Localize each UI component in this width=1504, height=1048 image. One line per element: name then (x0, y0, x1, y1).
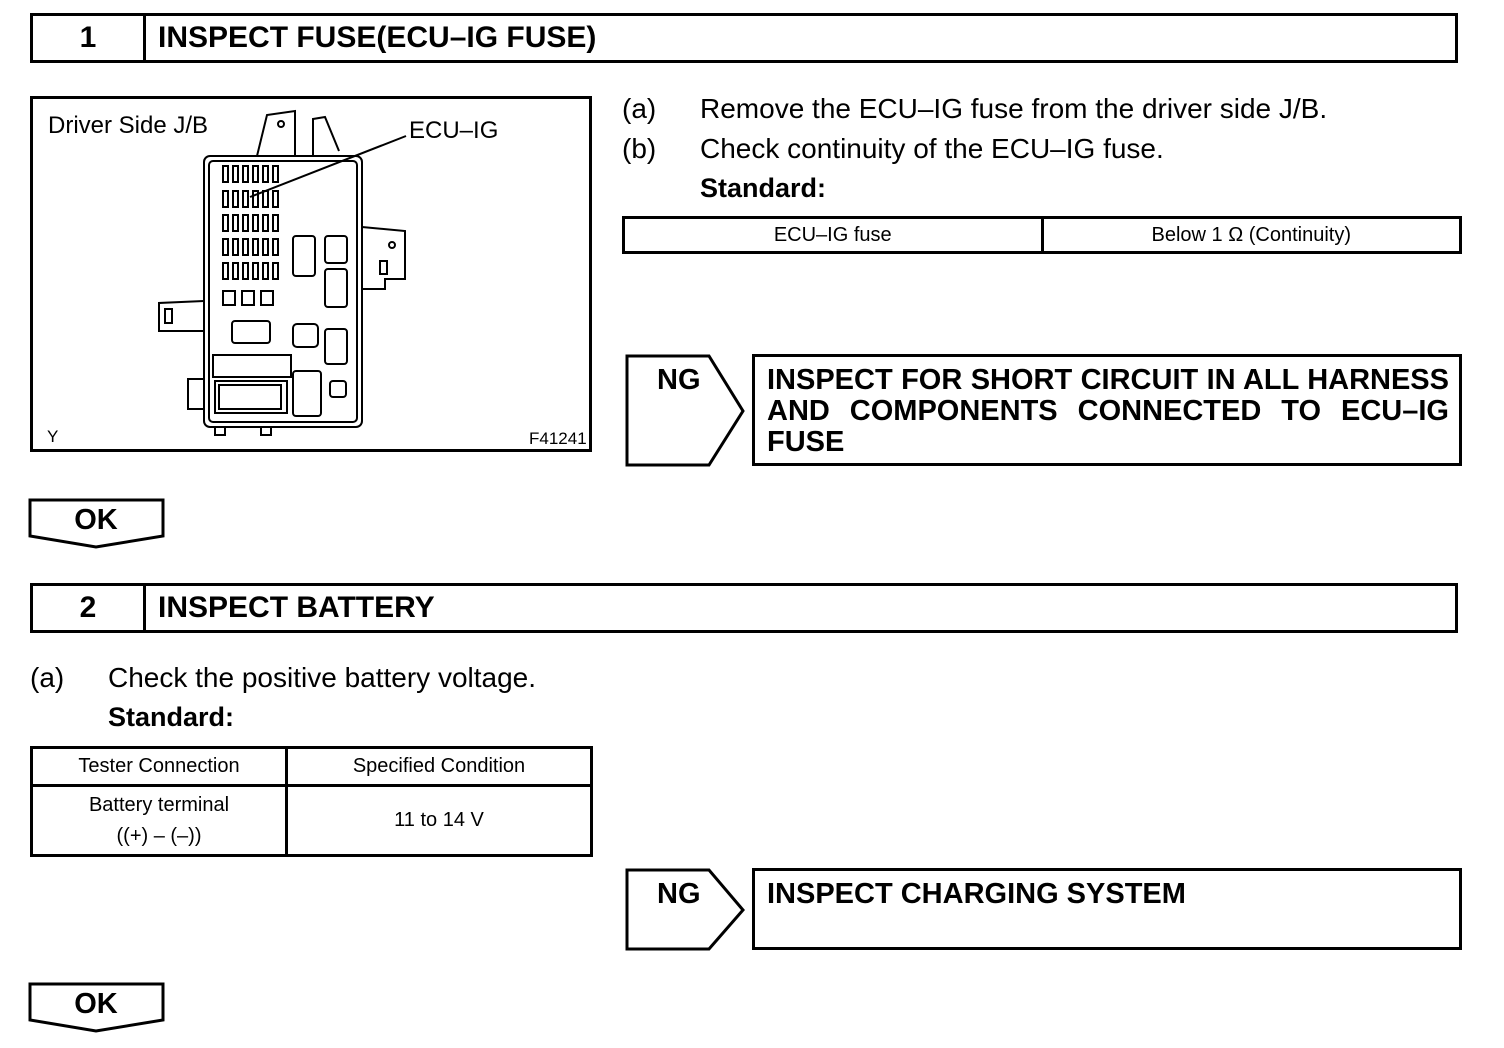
table-row: Battery terminal ((+) – (–)) 11 to 14 V (30, 784, 593, 857)
step-1-ng-indicator: NG (625, 354, 745, 467)
junction-block-figure: Driver Side J/B ECU–IG Y F41241 (30, 96, 592, 452)
step-2-title: INSPECT BATTERY (158, 591, 435, 624)
step-2-header: 2 INSPECT BATTERY (30, 583, 1458, 633)
step-2-spec-table: Tester Connection Specified Condition Ba… (30, 746, 593, 857)
step-1-spec-item: ECU–IG fuse (622, 216, 1044, 254)
step-1-header: 1 INSPECT FUSE(ECU–IG FUSE) (30, 13, 1458, 63)
ng-arrow-icon (625, 868, 745, 951)
figure-corner-code: Y (47, 427, 59, 446)
step-1-standard-label: Standard: (700, 173, 827, 203)
step-2-condition-cell: 11 to 14 V (285, 784, 593, 857)
step-2-ng-action: INSPECT CHARGING SYSTEM (752, 868, 1462, 950)
ok-arrow-icon (28, 498, 165, 549)
step-2-standard-label: Standard: (108, 702, 235, 732)
step-2-connection-cell: Battery terminal ((+) – (–)) (30, 784, 288, 857)
step-2-ng-label: NG (657, 878, 701, 910)
figure-id: F41241 (529, 429, 587, 448)
step-2-ng-indicator: NG (625, 868, 745, 951)
ok-arrow-icon (28, 982, 165, 1033)
step-1-number: 1 (33, 16, 146, 60)
step-1-title: INSPECT FUSE(ECU–IG FUSE) (158, 21, 597, 54)
step-1-spec-table: ECU–IG fuse Below 1 Ω (Continuity) (622, 216, 1462, 254)
table-header-row: Tester Connection Specified Condition (30, 746, 593, 787)
step-2-header-condition: Specified Condition (285, 746, 593, 787)
step-2-item-a-text: Check the positive battery voltage. (108, 662, 537, 693)
step-1-ng-action: INSPECT FOR SHORT CIRCUIT IN ALL HARNESS… (752, 354, 1462, 466)
step-1-item-b-mark: (b) (622, 133, 657, 164)
step-1-item-b-text: Check continuity of the ECU–IG fuse. (700, 133, 1164, 164)
step-2-header-connection: Tester Connection (30, 746, 288, 787)
step-2-connection-line1: Battery terminal (88, 793, 230, 816)
step-2-item-a-mark: (a) (30, 662, 65, 693)
junction-block-drawing (158, 109, 407, 436)
figure-label-location: Driver Side J/B (48, 112, 209, 139)
figure-label-fuse: ECU–IG (409, 117, 499, 144)
step-2-ok-label: OK (74, 988, 118, 1020)
step-1-item-a-text: Remove the ECU–IG fuse from the driver s… (700, 93, 1328, 124)
step-1-ok-label: OK (74, 504, 118, 536)
ng-arrow-icon (625, 354, 745, 467)
step-1-item-a-mark: (a) (622, 93, 657, 124)
step-1-spec-value: Below 1 Ω (Continuity) (1040, 216, 1462, 254)
step-2-connection-line2: ((+) – (–)) (116, 824, 202, 847)
step-2-number: 2 (33, 586, 146, 630)
table-row: ECU–IG fuse Below 1 Ω (Continuity) (622, 216, 1462, 254)
step-1-ok-indicator: OK (28, 498, 166, 550)
step-2-ok-indicator: OK (28, 982, 166, 1034)
step-1-ng-label: NG (657, 364, 701, 396)
